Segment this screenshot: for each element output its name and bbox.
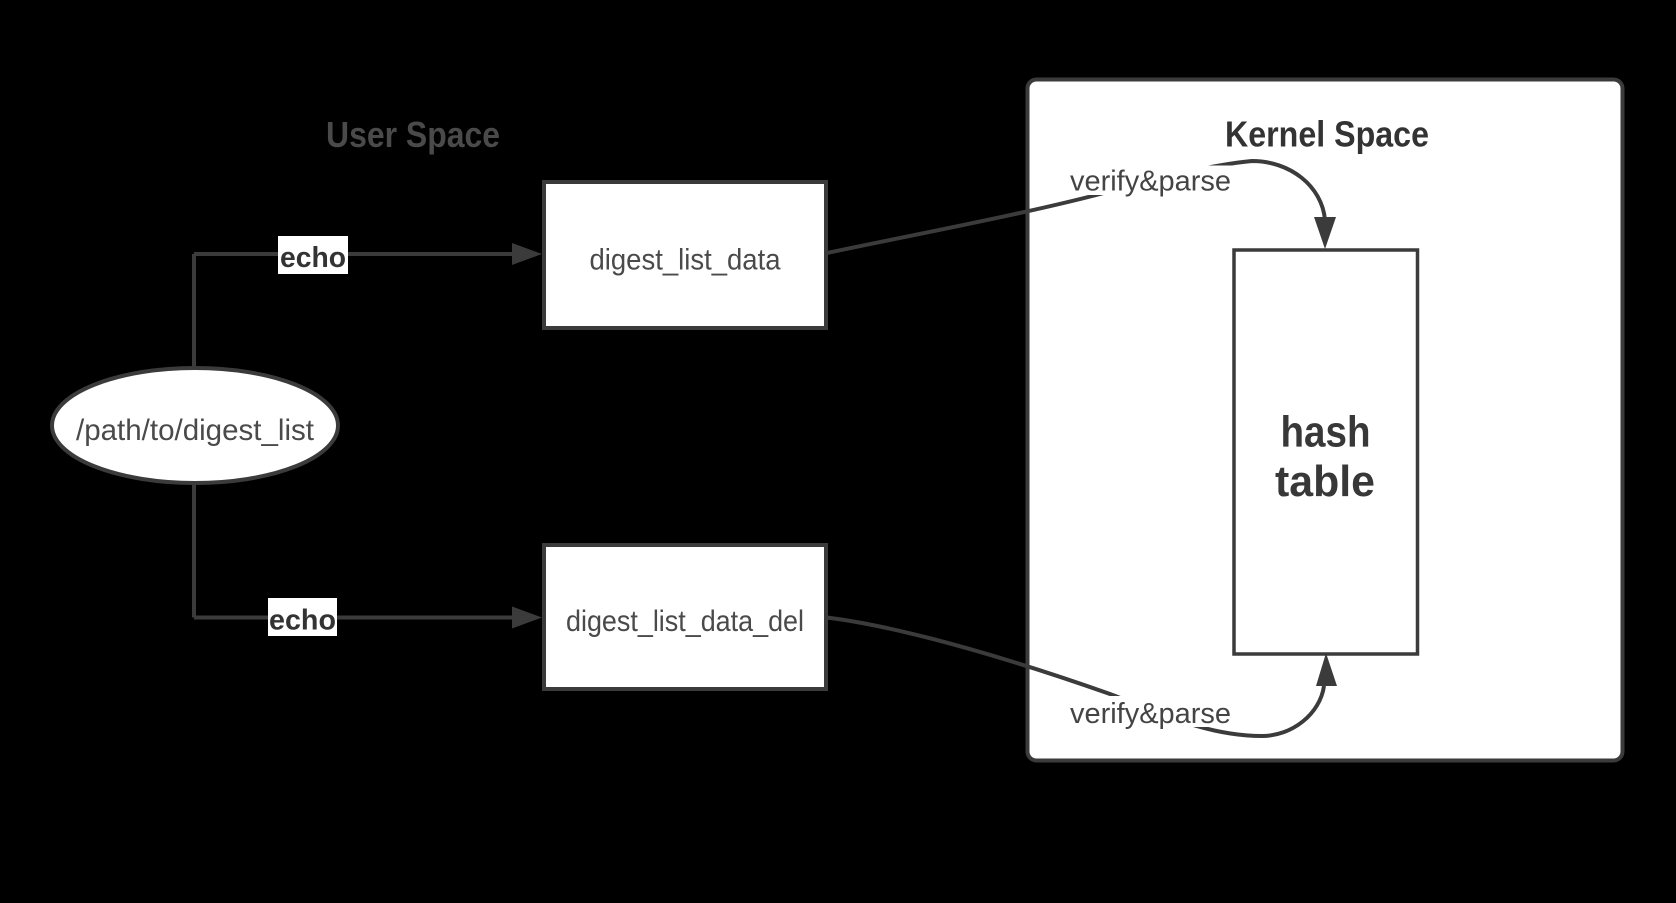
svg-text:echo: echo: [269, 605, 336, 637]
svg-text:Kernel Space: Kernel Space: [1225, 114, 1429, 155]
svg-text:table: table: [1275, 457, 1375, 506]
svg-text:echo: echo: [280, 242, 346, 274]
svg-text:digest_list_data: digest_list_data: [590, 244, 781, 277]
svg-text:hash: hash: [1281, 408, 1371, 457]
svg-text:User Space: User Space: [326, 114, 500, 155]
svg-text:/path/to/digest_list: /path/to/digest_list: [76, 414, 315, 447]
svg-text:digest_list_data_del: digest_list_data_del: [566, 605, 804, 638]
svg-text:verify&parse: verify&parse: [1070, 166, 1231, 198]
svg-text:verify&parse: verify&parse: [1070, 698, 1231, 730]
